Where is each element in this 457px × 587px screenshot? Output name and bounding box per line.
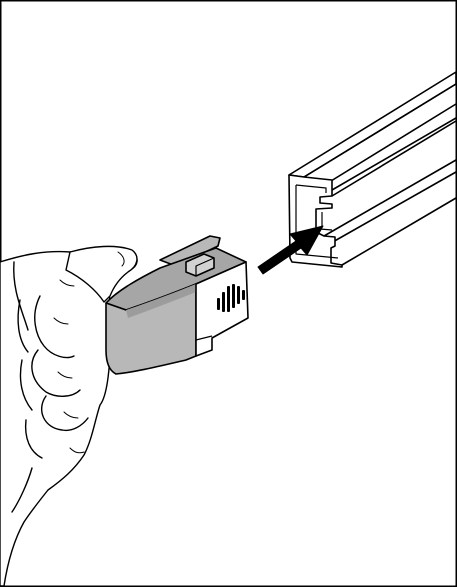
connector-plug-icon [105,235,249,375]
thumb-icon [65,245,138,303]
connector-contact-slots [217,284,245,312]
insert-direction-arrow-icon [257,225,324,275]
